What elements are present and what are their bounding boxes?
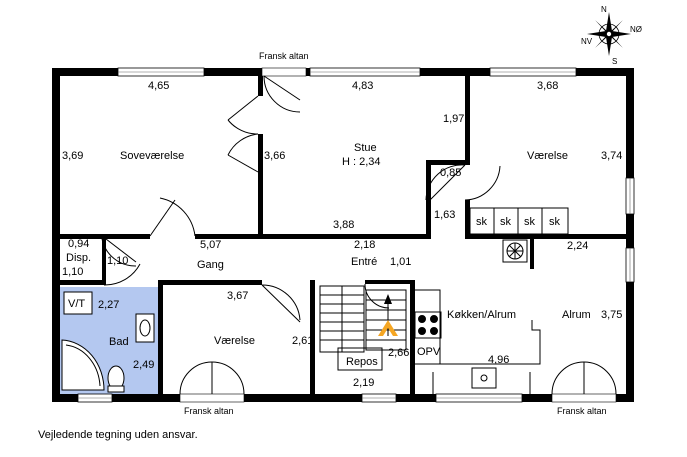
dim-label: 4,65 xyxy=(148,80,169,92)
dim-label: 3,69 xyxy=(62,150,83,162)
dim-label: 2,49 xyxy=(133,359,154,371)
compass-label-n: N xyxy=(601,5,607,14)
doors xyxy=(101,75,617,395)
balcony-label-bottom-left: Fransk altan xyxy=(184,406,234,416)
room-label-gang: Gang xyxy=(197,259,224,271)
room-label-vaerelse-s: Værelse xyxy=(214,335,255,347)
compass-label-s: S xyxy=(612,57,617,66)
closets xyxy=(469,207,569,235)
dim-label: 2,18 xyxy=(354,239,375,251)
room-label-kokken: Køkken/Alrum xyxy=(447,309,516,321)
dim-label: 2,24 xyxy=(567,240,588,252)
dim-label: 1,63 xyxy=(434,209,455,221)
dim-label: 3,75 xyxy=(601,309,622,321)
compass-rose-icon xyxy=(587,12,631,56)
dim-label: 5,07 xyxy=(200,239,221,251)
dim-label: 4,96 xyxy=(488,354,509,366)
room-height-stue: H : 2,34 xyxy=(342,156,381,168)
balcony-label-top: Fransk altan xyxy=(259,51,309,61)
stair-arrow-icon xyxy=(384,294,392,304)
dim-label: 4,83 xyxy=(352,80,373,92)
dim-label: 2,27 xyxy=(98,299,119,311)
balcony-label-bottom-right: Fransk altan xyxy=(557,406,607,416)
dim-label: 3,88 xyxy=(333,219,354,231)
dim-label: 3,74 xyxy=(601,150,622,162)
windows xyxy=(77,67,635,403)
fixture-label-opv: OPV xyxy=(417,346,441,358)
room-label-entre: Entré xyxy=(351,256,377,268)
kitchen-counter xyxy=(414,289,541,394)
fan-icon xyxy=(502,239,528,263)
room-label-disp: Disp. xyxy=(66,252,91,264)
dim-label: 1,10 xyxy=(107,255,128,267)
stair-direction-chevron-icon xyxy=(378,320,398,336)
closet-label-1: sk xyxy=(476,216,488,228)
dim-label: 3,66 xyxy=(264,150,285,162)
closet-label-3: sk xyxy=(524,216,536,228)
dim-label: 2,66 xyxy=(388,347,409,359)
dim-label: 1,01 xyxy=(390,256,411,268)
room-label-stue: Stue xyxy=(354,142,377,154)
closet-label-4: sk xyxy=(549,216,561,228)
closet-label-2: sk xyxy=(500,216,512,228)
dim-label: 0,85 xyxy=(440,167,461,179)
fixture-label-vt: V/T xyxy=(68,298,85,310)
compass-label-ne: NØ xyxy=(630,25,642,34)
room-label-bad: Bad xyxy=(109,336,129,348)
dim-label: 3,67 xyxy=(227,290,248,302)
bathroom-fixtures xyxy=(61,291,155,393)
room-label-vaerelse-ne: Værelse xyxy=(527,150,568,162)
room-label-alrum: Alrum xyxy=(562,309,591,321)
room-label-sovevaerelse: Soveværelse xyxy=(120,150,184,162)
compass-label-nw: NV xyxy=(581,37,593,46)
room-label-repos: Repos xyxy=(346,356,378,368)
dim-label: 0,94 xyxy=(68,238,89,250)
dim-label: 1,10 xyxy=(62,266,83,278)
disclaimer-text: Vejledende tegning uden ansvar. xyxy=(38,429,198,441)
dim-label: 3,68 xyxy=(537,80,558,92)
dim-label: 1,97 xyxy=(443,113,464,125)
dim-label: 2,61 xyxy=(292,335,313,347)
dim-label: 2,19 xyxy=(353,377,374,389)
interior-walls xyxy=(60,76,626,394)
